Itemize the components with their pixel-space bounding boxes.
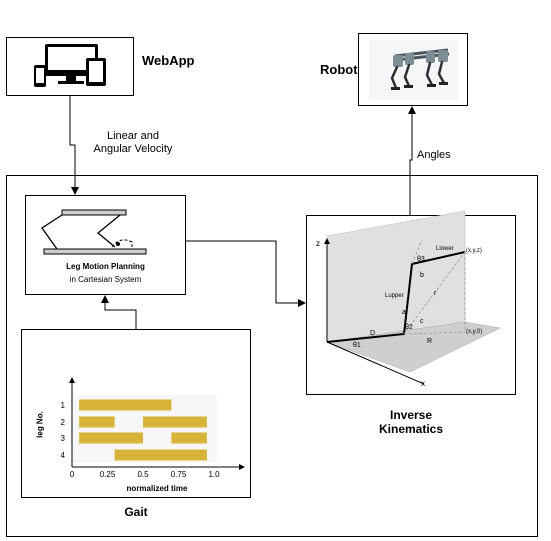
ik-a: a: [402, 309, 406, 316]
leg-motion-title: Leg Motion Planning: [66, 262, 145, 271]
ik-R: R: [427, 338, 433, 345]
robot-node: [358, 33, 468, 106]
ik-label-line2: Kinematics: [378, 422, 444, 436]
ik-axis-z: z: [316, 239, 320, 248]
ik-theta2: θ2: [405, 324, 413, 331]
ik-point-xy0: (x,y,0): [466, 329, 483, 335]
gait-label: Gait: [124, 505, 148, 519]
ik-theta3: θ3: [417, 256, 425, 263]
ik-r: r: [434, 290, 437, 297]
webapp-node: [6, 37, 134, 96]
ik-label-line1: Inverse: [389, 408, 433, 422]
webapp-label: WebApp: [142, 53, 195, 68]
ik-point-xyz: (x,y,z): [466, 248, 482, 254]
edge-velocity-line2: Angular Velocity: [93, 143, 173, 155]
gait-ylabel: leg No.: [35, 411, 45, 438]
edge-velocity-line1: Linear and: [107, 130, 159, 142]
ik-c: c: [420, 318, 424, 325]
edge-angles-label: Angles: [417, 149, 451, 161]
gait-xlabel: normalized time: [126, 484, 188, 493]
leg-motion-subtitle: in Cartesian System: [69, 275, 142, 284]
robot-label: Robot: [320, 62, 358, 77]
ik-l-lower: Llower: [436, 246, 454, 252]
ik-theta1: θ1: [353, 342, 361, 349]
ik-l-upper: Lupper: [385, 293, 404, 299]
ik-axis-x: x: [421, 379, 425, 388]
ik-b: b: [420, 272, 424, 279]
inverse-kinematics-node: [306, 215, 516, 395]
gait-node: [21, 329, 251, 498]
ik-D: D: [370, 330, 376, 337]
